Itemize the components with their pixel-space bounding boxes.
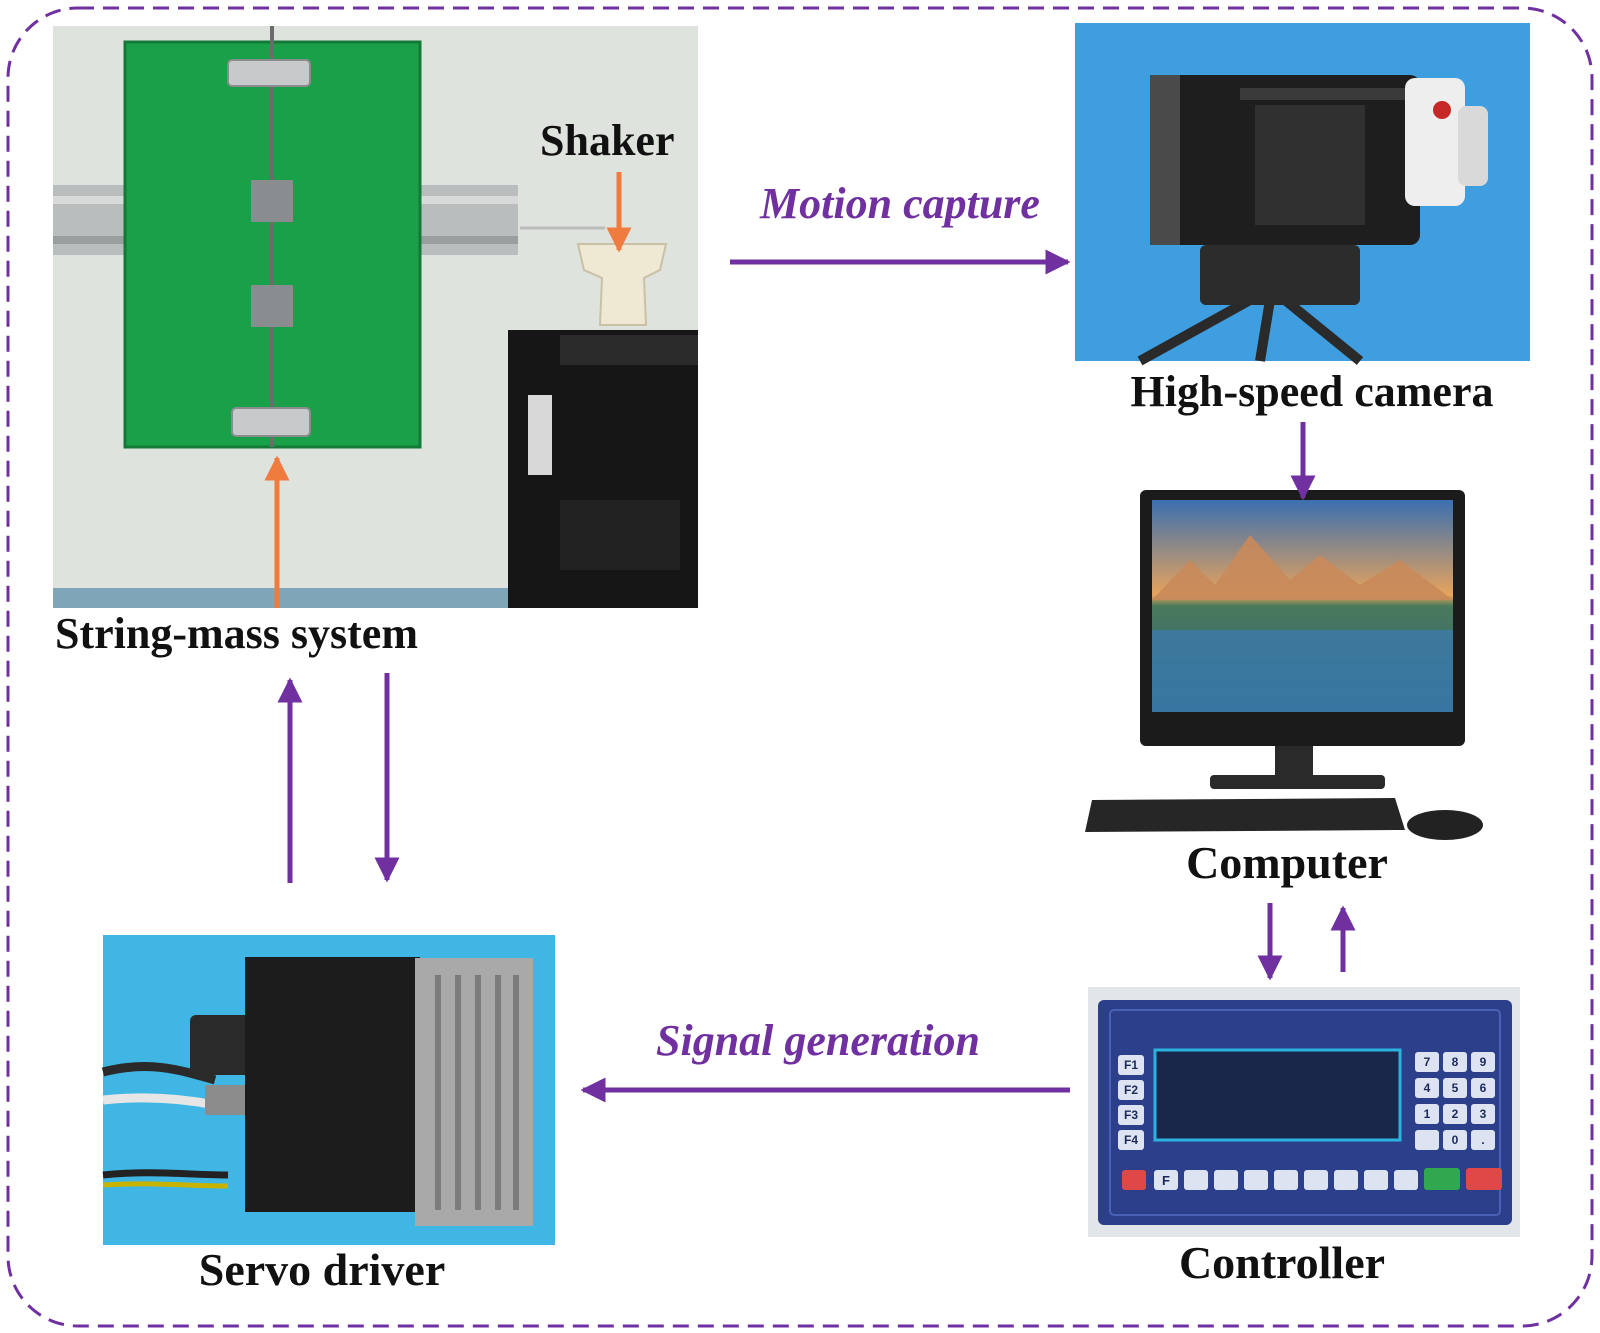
- label-string-mass-system: String-mass system: [55, 609, 418, 658]
- label-computer: Computer: [1186, 837, 1388, 888]
- key-2: 2: [1452, 1107, 1459, 1121]
- key-7: 7: [1424, 1055, 1431, 1069]
- key-0: 0: [1452, 1133, 1459, 1147]
- key-9: 9: [1480, 1055, 1487, 1069]
- label-high-speed-camera: High-speed camera: [1131, 367, 1494, 416]
- string-mass-system-photo: [53, 26, 698, 608]
- key-1: 1: [1424, 1107, 1431, 1121]
- key-f3: F3: [1124, 1108, 1138, 1122]
- controller-bottom-keys: F: [1122, 1168, 1502, 1190]
- key-f1: F1: [1124, 1058, 1138, 1072]
- dashed-border: [6, 6, 1594, 1328]
- key-f2: F2: [1124, 1083, 1138, 1097]
- key-f4: F4: [1124, 1133, 1138, 1147]
- computer-illustration: [1085, 490, 1483, 840]
- key-4: 4: [1424, 1081, 1431, 1095]
- key-8: 8: [1452, 1055, 1459, 1069]
- label-servo-driver: Servo driver: [199, 1244, 446, 1295]
- key-dot: .: [1481, 1133, 1484, 1147]
- flow-label-signal-generation: Signal generation: [656, 1016, 980, 1065]
- key-5: 5: [1452, 1081, 1459, 1095]
- controller-photo: F1 F2 F3 F4 7 8 9 4 5 6 1 2 3 0 . F: [1088, 987, 1520, 1237]
- controller-side-keys: F1 F2 F3 F4: [1118, 1055, 1144, 1150]
- key-6: 6: [1480, 1081, 1487, 1095]
- flow-label-motion-capture: Motion capture: [759, 179, 1040, 228]
- high-speed-camera-photo: [1075, 23, 1530, 366]
- label-shaker: Shaker: [540, 116, 674, 165]
- controller-keypad: 7 8 9 4 5 6 1 2 3 0 .: [1415, 1052, 1495, 1150]
- key-f: F: [1162, 1173, 1170, 1188]
- key-3: 3: [1480, 1107, 1487, 1121]
- servo-driver-photo: [101, 935, 555, 1245]
- label-controller: Controller: [1179, 1237, 1385, 1288]
